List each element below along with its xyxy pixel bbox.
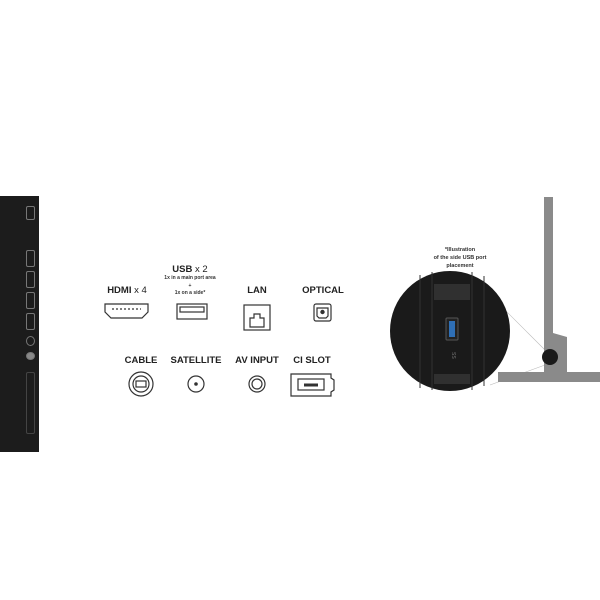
usb-blue-port-icon: [449, 321, 455, 337]
optical-label: OPTICAL: [302, 285, 344, 296]
hdmi-label: HDMI x 4: [107, 285, 147, 296]
cable-icon: [128, 371, 154, 397]
ci-slot-label: CI SLOT: [293, 355, 331, 366]
hdmi-port-3: [26, 292, 35, 309]
svg-text:SS: SS: [450, 352, 456, 359]
usb-note-3: 1x on a side*: [174, 290, 206, 296]
lan-label: LAN: [247, 285, 267, 296]
usb-note-1: 1x in a main port area: [164, 275, 216, 281]
ci-slot-icon: [290, 373, 335, 397]
satellite-label: SATELLITE: [170, 355, 222, 366]
satellite-icon: [187, 375, 205, 393]
side-usb-magnifier: SS: [390, 271, 546, 391]
hdmi-port-4: [26, 313, 35, 330]
satellite-port: [26, 352, 35, 360]
note-line-1: *Illustration: [444, 247, 476, 253]
tv-side-view: [498, 197, 600, 382]
hdmi-port-2: [26, 271, 35, 288]
cable-label: CABLE: [124, 355, 158, 366]
tv-rear-port-strip: [0, 196, 39, 452]
usb-port: [26, 206, 35, 220]
lan-icon: [243, 304, 271, 331]
av-input-label: AV INPUT: [235, 355, 279, 366]
optical-icon: [313, 303, 332, 322]
ci-slot-port: [26, 372, 35, 434]
usb-label: USB x 2: [172, 264, 208, 275]
usb-note-2: +: [188, 283, 192, 289]
hdmi-port-1: [26, 250, 35, 267]
side-usb-note: *Illustration of the side USB port place…: [415, 246, 505, 270]
cable-port: [26, 336, 35, 346]
note-line-3: placement: [446, 263, 474, 269]
usb-icon: [176, 303, 208, 320]
av-input-icon: [248, 375, 266, 393]
hdmi-icon: [104, 303, 149, 319]
note-line-2: of the side USB port: [433, 255, 487, 261]
